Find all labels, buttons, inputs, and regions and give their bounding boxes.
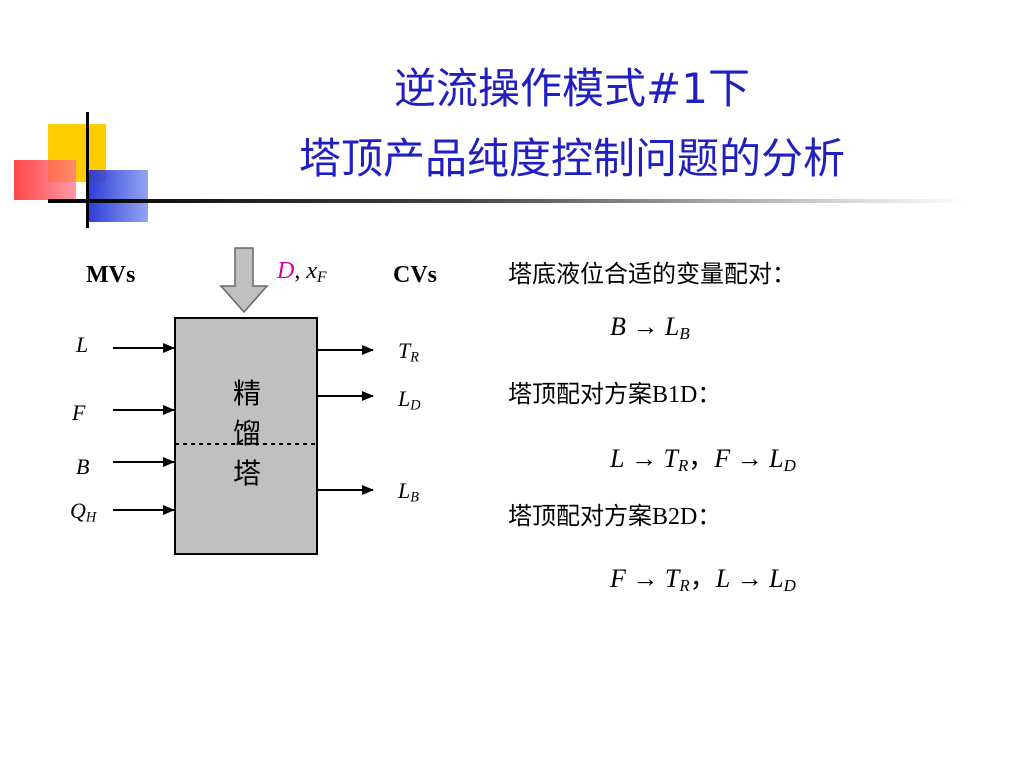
output-label-LD: LD [398, 386, 421, 414]
b1d-pairs: L → TR，F → LD [610, 444, 796, 476]
feed-x: x [306, 258, 317, 284]
distillation-column-box [174, 317, 318, 555]
output-label-TR: TR [398, 338, 419, 366]
input-label-QH: QH [70, 498, 97, 526]
feed-label: D, xF [277, 258, 327, 287]
cvs-label: CVs [393, 262, 438, 288]
pair-bottom: B → LB [610, 312, 690, 344]
logo-blue-square [86, 170, 148, 222]
feed-arrow [219, 247, 269, 314]
feed-sep: , [294, 258, 307, 284]
bottom-level-heading: 塔底液位合适的变量配对： [508, 260, 796, 288]
input-label-B: B [76, 454, 90, 479]
input-label-L: L [76, 332, 89, 357]
feed-D: D [277, 258, 295, 284]
feed-x-sub: F [317, 268, 327, 286]
output-label-LB: LB [398, 478, 419, 506]
b2d-pairs: F → TR，L → LD [610, 564, 796, 596]
slide-title-line2: 塔顶产品纯度控制问题的分析 [298, 134, 845, 183]
column-label: 精馏塔 [232, 377, 261, 490]
slide-title-line1: 逆流操作模式#1下 [394, 64, 750, 113]
b2d-heading: 塔顶配对方案B2D： [508, 502, 722, 530]
logo-vertical-line [86, 112, 89, 228]
mvs-label: MVs [86, 262, 136, 288]
logo-red-bar [14, 160, 76, 200]
input-label-F: F [72, 400, 86, 425]
title-underline [48, 199, 968, 203]
b1d-heading: 塔顶配对方案B1D： [508, 380, 722, 408]
